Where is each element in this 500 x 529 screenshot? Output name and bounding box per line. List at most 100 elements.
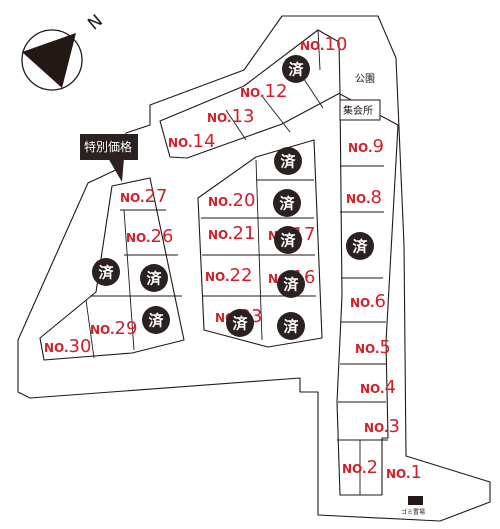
compass-letter: N <box>84 11 107 34</box>
lot-number-value: 3 <box>389 416 400 437</box>
divider-30-29 <box>85 299 95 359</box>
lot-13: NO.13 <box>207 106 254 127</box>
lot-number-label: NO.2 <box>342 457 378 478</box>
lot-number-value: 30 <box>69 336 92 357</box>
lot-8: NO.8 <box>346 187 382 208</box>
lot-3: NO.3 <box>364 416 400 437</box>
lot-26: NO.26 <box>126 226 173 247</box>
sold-mark: 済 <box>280 232 296 250</box>
lot-10: NO.10 <box>300 34 347 55</box>
lot-number-value: 20 <box>233 190 256 211</box>
sold-mark: 済 <box>288 61 304 79</box>
lot-number-label: NO.6 <box>350 291 386 312</box>
compass: N <box>21 11 107 91</box>
lot-number-value: 27 <box>145 186 168 207</box>
lot-number-prefix: NO. <box>207 111 232 125</box>
lot-number-prefix: NO. <box>120 191 145 205</box>
divider-14-13 <box>225 109 247 141</box>
lot-number-prefix: NO. <box>350 296 375 310</box>
lot-labels: NO.1NO.2NO.3NO.4NO.5NO.6済NO.8NO.9NO.10済N… <box>44 34 422 483</box>
lot-12: NO.12 <box>240 81 287 102</box>
lot-4: NO.4 <box>360 377 396 398</box>
facility-park: 公園 <box>355 73 375 85</box>
lot-number-prefix: NO. <box>208 195 233 209</box>
lot-number-value: 29 <box>115 318 138 339</box>
lot-number-label: NO.12 <box>240 81 287 102</box>
sold-mark: 済 <box>279 195 295 213</box>
sold-mark: 済 <box>232 315 248 333</box>
sold-badge <box>346 232 374 260</box>
lot-number-label: NO.9 <box>348 136 384 157</box>
sold-mark: 済 <box>283 318 299 336</box>
park-label: 公園 <box>355 73 375 85</box>
lot-number-value: 9 <box>373 136 384 157</box>
lot-number-prefix: NO. <box>348 141 373 155</box>
lot-17: NO.17済 <box>268 224 315 254</box>
lot-number-value: 21 <box>233 223 256 244</box>
lot-9: NO.9 <box>348 136 384 157</box>
special-price-callout: 特別価格 <box>80 134 138 182</box>
sold-badge <box>92 258 120 286</box>
sold-badge <box>277 312 305 340</box>
lot-1: NO.1 <box>386 462 422 483</box>
lot-number-label: NO.27 <box>120 186 167 207</box>
special-price-label: 特別価格 <box>84 139 132 154</box>
lot-number-value: 10 <box>325 34 348 55</box>
meeting-hall-label: 集会所 <box>343 104 373 117</box>
sold-mark: 済 <box>148 312 164 330</box>
lot-number-prefix: NO. <box>90 323 115 337</box>
block-east <box>336 93 399 496</box>
lot-number-prefix: NO. <box>208 228 233 242</box>
divider-13-12 <box>261 95 291 133</box>
lot-number-label: NO.26 <box>126 226 173 247</box>
lot-20: NO.20 <box>208 190 255 211</box>
lot-number-prefix: NO. <box>168 136 193 150</box>
divider-center-mid <box>255 159 263 341</box>
lot-18: 済 <box>273 189 301 217</box>
sold-badge <box>274 226 302 254</box>
lot-16: NO.16済 <box>268 267 315 298</box>
lot-number-prefix: NO. <box>364 421 389 435</box>
lot-number-value: 22 <box>230 265 253 286</box>
facility-meeting-hall: 集会所 <box>339 99 381 121</box>
lot-number-value: 12 <box>265 81 288 102</box>
lot-22: NO.22 <box>205 265 252 286</box>
lot-number-value: 13 <box>232 106 255 127</box>
sold-mark: 済 <box>352 238 368 256</box>
sold-mark: 済 <box>146 270 162 288</box>
lot-6: NO.6 <box>350 291 386 312</box>
lot-number-value: 8 <box>371 187 382 208</box>
divider-west-mid <box>123 209 135 351</box>
lot-number-prefix: NO. <box>360 382 385 396</box>
lot-number-label: NO.13 <box>207 106 254 127</box>
lot-number-value: 26 <box>151 226 174 247</box>
lot-27: NO.27 <box>120 186 167 207</box>
lot-number-prefix: NO. <box>126 231 151 245</box>
lot-number-label: NO.22 <box>205 265 252 286</box>
lot-number-value: 2 <box>367 457 378 478</box>
compass-needle-icon <box>22 33 76 88</box>
sold-mark: 済 <box>280 153 296 171</box>
lot-number-label: NO.8 <box>346 187 382 208</box>
special-price-box <box>80 134 138 160</box>
lot-28: 済 <box>142 306 170 334</box>
lot-29: NO.29 <box>90 318 137 339</box>
lot-number-label: NO.29 <box>90 318 137 339</box>
sold-badge <box>282 55 310 83</box>
lot-number-prefix: NO. <box>342 462 367 476</box>
lot-21: NO.21 <box>208 223 255 244</box>
lot-number-label: NO.10 <box>300 34 347 55</box>
lot-number-prefix: NO. <box>240 86 265 100</box>
lot-24: 済 <box>92 258 120 286</box>
lot-number-value: 14 <box>193 131 216 152</box>
special-price-pointer <box>108 158 124 182</box>
sold-badge <box>277 270 305 298</box>
sold-badge <box>142 306 170 334</box>
lot-number-prefix: NO. <box>355 342 380 356</box>
lot-14: NO.14 <box>168 131 215 152</box>
lot-15: 済 <box>274 147 302 175</box>
lot-19: 済 <box>277 312 305 340</box>
facility-garbage: ゴミ置場 <box>401 496 425 516</box>
lot-5: NO.5 <box>355 337 391 358</box>
lot-number-prefix: NO. <box>346 192 371 206</box>
